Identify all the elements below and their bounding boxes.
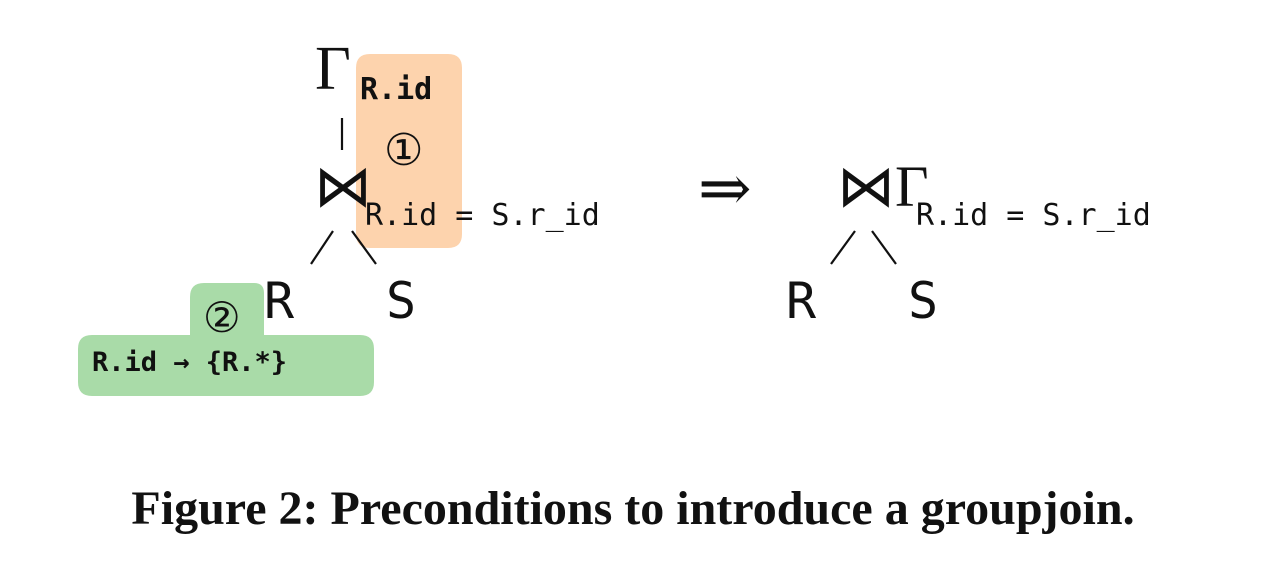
edge-join-r: [310, 230, 334, 265]
edge-groupjoin-r: [830, 230, 856, 265]
green-highlight: [78, 283, 374, 396]
groupjoin-condition: R.id = S.r_id: [916, 198, 1151, 233]
marker-2: ②: [203, 293, 241, 342]
groupby-key: R.id: [360, 72, 433, 107]
groupjoin-symbol: ⋈Γ: [837, 154, 929, 219]
groupby-symbol: Γ: [315, 35, 351, 103]
edge-join-s: [351, 230, 377, 265]
right-child-s: S: [386, 272, 417, 330]
join-symbol: ⋈: [314, 154, 372, 219]
edge-groupjoin-s: [871, 230, 897, 265]
figure-caption: Figure 2: Preconditions to introduce a g…: [131, 482, 1135, 535]
marker-1: ①: [384, 125, 424, 176]
left-child-r: R: [264, 272, 295, 330]
rewrite-arrow: ⇒: [698, 153, 752, 224]
join-condition: R.id = S.r_id: [365, 198, 600, 233]
groupjoin-left-child-r: R: [786, 272, 817, 330]
orange-highlight: [356, 54, 462, 248]
functional-dependency: R.id → {R.*}: [92, 347, 288, 378]
groupjoin-right-child-s: S: [908, 272, 939, 330]
